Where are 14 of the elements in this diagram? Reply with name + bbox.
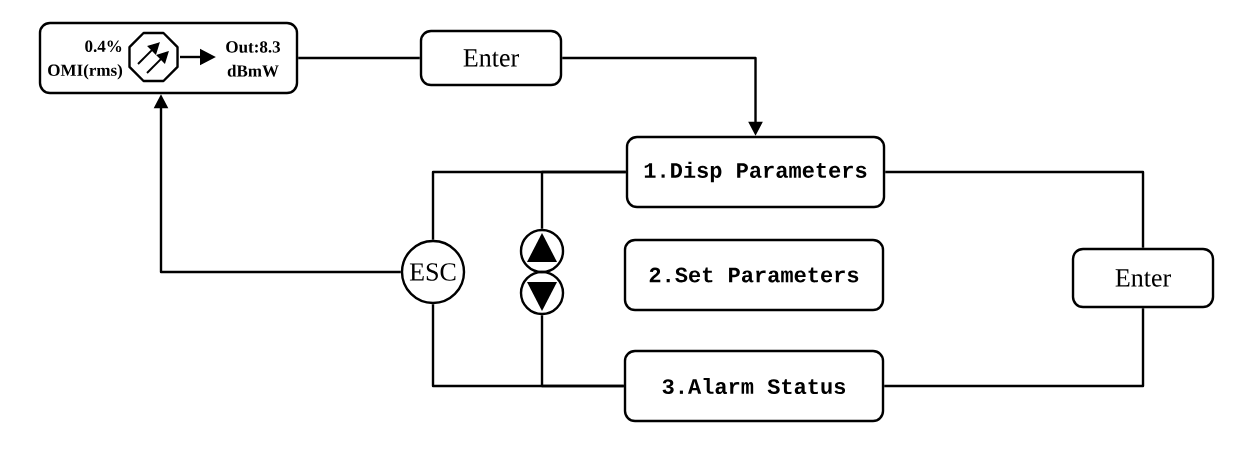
connector-line (540, 170, 626, 229)
menu-item-box: 2.Set Parameters (623, 238, 885, 312)
connector-line (884, 308, 1145, 388)
menu-item-box: 1.Disp Parameters (625, 135, 886, 209)
reading-text: 0.4% OMI(rms) (48, 40, 123, 80)
reading-text: Out:8.3 dBmW (226, 41, 281, 77)
down-arrow-circle (519, 270, 565, 316)
connector-line (540, 315, 624, 388)
menu-item-box: 3.Alarm Status (623, 349, 885, 423)
connector-line (298, 56, 420, 60)
connector-line (885, 170, 1145, 248)
key-box: Enter (419, 29, 563, 87)
key-box: Enter (1071, 247, 1215, 309)
up-arrow-circle (519, 228, 565, 274)
